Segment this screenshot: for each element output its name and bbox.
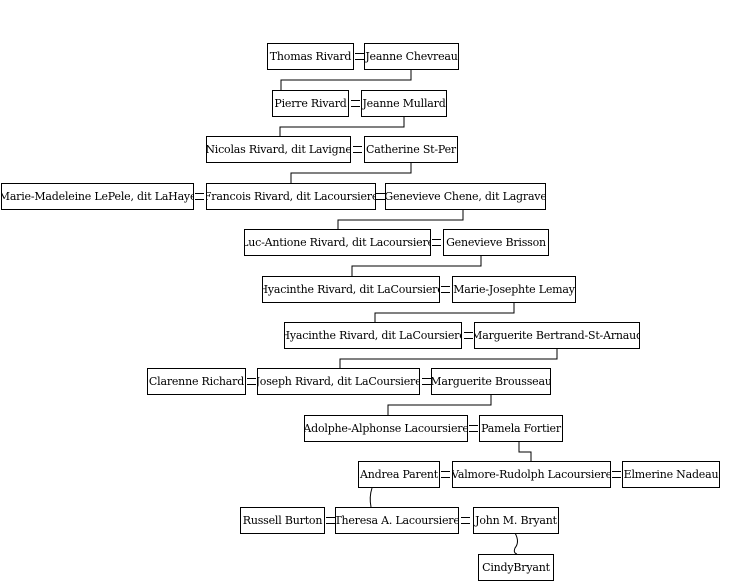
person-theresa-lacoursiere[interactable]: Theresa A. Lacoursiere bbox=[335, 507, 459, 534]
person-russell-burton[interactable]: Russell Burton bbox=[240, 507, 325, 534]
marriage-marker bbox=[432, 239, 441, 246]
descent-line-gen9 bbox=[518, 442, 532, 461]
descent-line-gen11 bbox=[513, 532, 518, 555]
person-thomas-rivard[interactable]: Thomas Rivard bbox=[267, 43, 354, 70]
descent-line-gen1 bbox=[280, 70, 412, 90]
person-genevieve-brisson[interactable]: Genevieve Brisson bbox=[443, 229, 549, 256]
person-marie-josephte-lemay[interactable]: Marie-Josephte Lemay bbox=[452, 276, 576, 303]
person-francois-rivard[interactable]: Francois Rivard, dit Lacoursiere bbox=[206, 183, 376, 210]
descent-line-gen10 bbox=[369, 487, 373, 508]
person-john-bryant[interactable]: John M. Bryant bbox=[473, 507, 559, 534]
person-clarenne-richard[interactable]: Clarenne Richard bbox=[147, 368, 246, 395]
person-nicolas-rivard[interactable]: Nicolas Rivard, dit Lavigne bbox=[206, 136, 351, 163]
descent-line-gen8 bbox=[387, 395, 492, 415]
person-genevieve-chene[interactable]: Genevieve Chene, dit Lagrave bbox=[385, 183, 546, 210]
person-hyacinthe-rivard[interactable]: Hyacinthe Rivard, dit LaCoursiere bbox=[284, 322, 462, 349]
person-andrea-parent[interactable]: Andrea Parent bbox=[358, 461, 440, 488]
marriage-marker bbox=[353, 146, 362, 153]
person-jeanne-mullard[interactable]: Jeanne Mullard bbox=[361, 90, 447, 117]
person-pamela-fortier[interactable]: Pamela Fortier bbox=[479, 415, 563, 442]
descent-line-gen6 bbox=[374, 303, 515, 322]
marriage-marker bbox=[247, 378, 256, 385]
marriage-marker bbox=[195, 193, 204, 200]
marriage-marker bbox=[326, 517, 335, 524]
person-marie-madeleine-lepele[interactable]: Marie-Madeleine LePele, dit LaHaye bbox=[1, 183, 194, 210]
person-marguerite-bertrand[interactable]: Marguerite Bertrand-St-Arnaud bbox=[474, 322, 640, 349]
marriage-marker bbox=[461, 517, 470, 524]
descent-line-gen4 bbox=[337, 210, 464, 229]
person-joseph-rivard[interactable]: Joseph Rivard, dit LaCoursiere bbox=[257, 368, 420, 395]
person-luc-antione-rivard[interactable]: Luc-Antione Rivard, dit Lacoursiere bbox=[244, 229, 431, 256]
person-pierre-rivard[interactable]: Pierre Rivard bbox=[272, 90, 349, 117]
descent-line-gen3 bbox=[290, 163, 412, 183]
descent-line-gen2 bbox=[279, 117, 405, 136]
marriage-marker bbox=[464, 332, 473, 339]
marriage-marker bbox=[355, 53, 364, 60]
marriage-marker bbox=[441, 471, 450, 478]
marriage-marker bbox=[376, 193, 385, 200]
descent-line-gen7 bbox=[339, 349, 558, 368]
person-catherine-st-per[interactable]: Catherine St-Per bbox=[364, 136, 458, 163]
person-hyacinthe-rivard[interactable]: Hyacinthe Rivard, dit LaCoursiere bbox=[262, 276, 440, 303]
marriage-marker bbox=[441, 286, 450, 293]
marriage-marker bbox=[469, 425, 478, 432]
person-valmore-rudolph[interactable]: Valmore-Rudolph Lacoursiere bbox=[452, 461, 611, 488]
marriage-marker bbox=[422, 378, 431, 385]
person-jeanne-chevreau[interactable]: Jeanne Chevreau bbox=[364, 43, 459, 70]
descent-line-gen5 bbox=[351, 256, 482, 276]
person-elmerine-nadeau[interactable]: Elmerine Nadeau bbox=[622, 461, 720, 488]
marriage-marker bbox=[612, 471, 621, 478]
person-adolphe-alphonse[interactable]: Adolphe-Alphonse Lacoursiere bbox=[304, 415, 468, 442]
person-marguerite-brousseau[interactable]: Marguerite Brousseau bbox=[431, 368, 551, 395]
person-cindy-bryant[interactable]: CindyBryant bbox=[478, 554, 554, 581]
marriage-marker bbox=[351, 100, 360, 107]
